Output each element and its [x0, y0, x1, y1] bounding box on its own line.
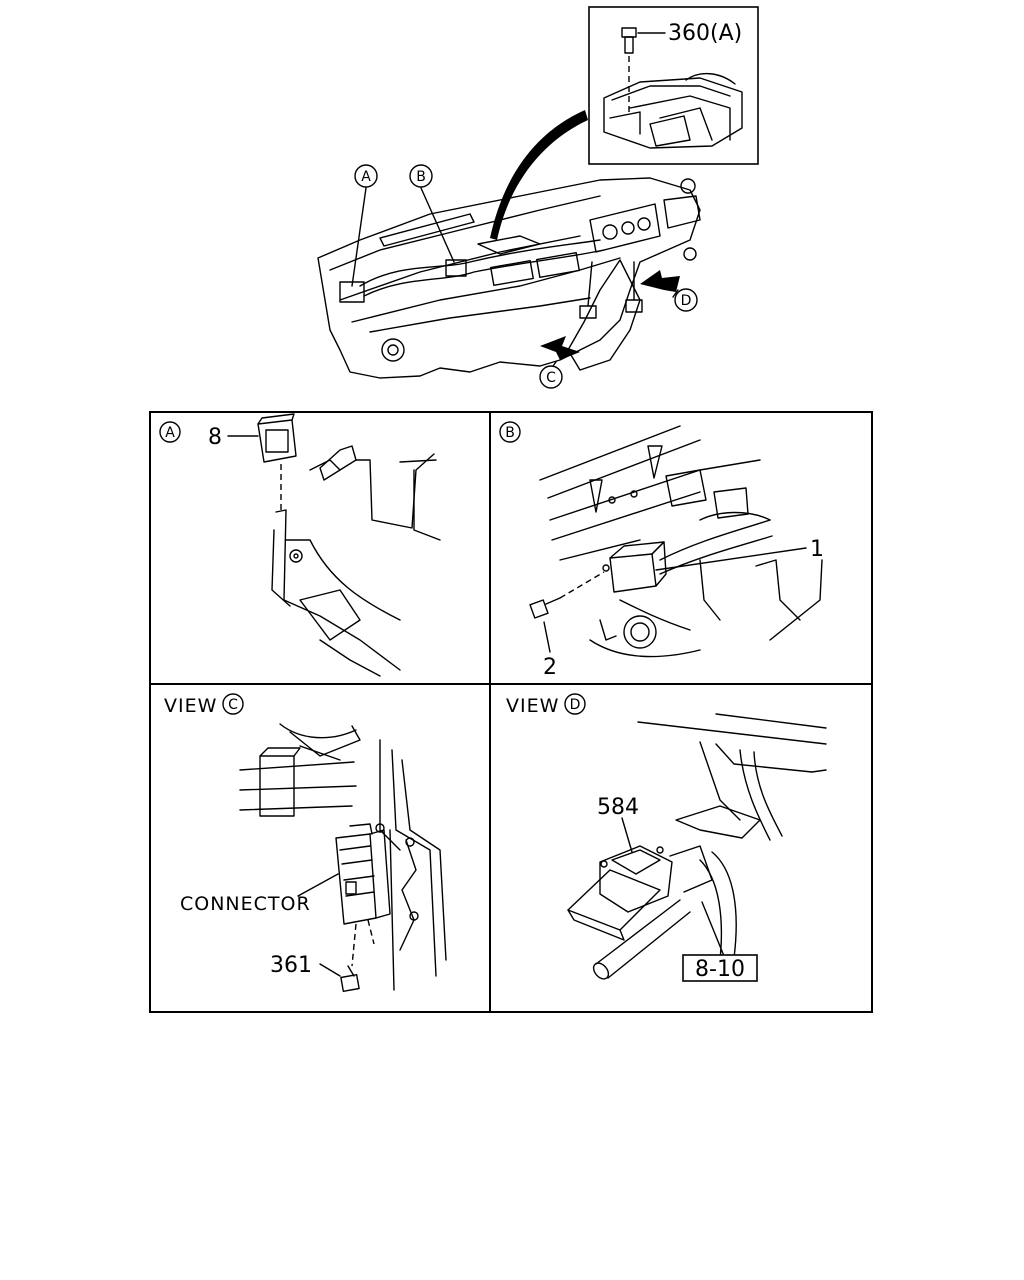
- panel-b-part-label-1: 1: [810, 537, 824, 562]
- sensor-584-icon: [599, 845, 713, 913]
- panel-d-view-text: VIEW: [506, 695, 559, 717]
- panel-b-part-label-2: 2: [543, 655, 557, 680]
- panel-c-connector-label: CONNECTOR: [180, 893, 311, 915]
- screw-360-icon: [621, 27, 637, 54]
- svg-text:B: B: [416, 169, 426, 185]
- connector-block-icon: [335, 823, 391, 925]
- svg-text:D: D: [681, 293, 692, 309]
- panel-c: VIEW C: [164, 693, 447, 992]
- panel-c-view-text: VIEW: [164, 695, 217, 717]
- callout-a-marker: A: [354, 164, 378, 188]
- inset-detail: 360(A): [588, 6, 759, 165]
- inset-part-label: 360(A): [668, 21, 742, 46]
- inset-leader: [490, 110, 588, 240]
- screw-361-icon: [340, 965, 360, 992]
- panel-c-marker: C: [222, 693, 244, 715]
- panel-d: VIEW D 584 8-1: [506, 693, 827, 982]
- panel-b: B: [499, 421, 824, 680]
- svg-text:C: C: [228, 697, 238, 713]
- dashboard-overview: [317, 177, 701, 379]
- panel-a-marker: A: [159, 421, 181, 443]
- panel-d-ref-box: [682, 954, 758, 982]
- callout-c-marker: C: [539, 365, 563, 389]
- panel-a: A 8: [159, 413, 441, 677]
- panel-b-marker: B: [499, 421, 521, 443]
- callout-d-marker: D: [674, 288, 698, 312]
- panel-c-part-label: 361: [270, 953, 312, 978]
- svg-text:A: A: [165, 425, 175, 441]
- panel-d-ref-label: 8-10: [695, 957, 745, 982]
- panel-a-part-label: 8: [208, 425, 222, 450]
- svg-text:B: B: [505, 425, 515, 441]
- svg-text:C: C: [546, 370, 556, 386]
- callout-b-marker: B: [409, 164, 433, 188]
- svg-text:A: A: [361, 169, 371, 185]
- detail-panel-grid: [149, 411, 873, 1013]
- relay-8-icon: [257, 413, 297, 463]
- relay-1-icon: [609, 541, 667, 593]
- screw-2-icon: [529, 597, 561, 619]
- panel-d-marker: D: [564, 693, 586, 715]
- panel-d-part-label: 584: [597, 795, 639, 820]
- svg-text:D: D: [570, 697, 581, 713]
